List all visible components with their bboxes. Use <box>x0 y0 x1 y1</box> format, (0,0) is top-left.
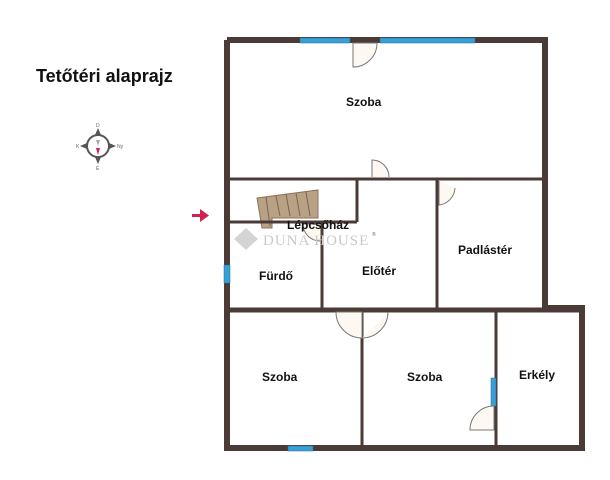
room-label-erkely: Erkély <box>519 368 555 382</box>
watermark-text: DUNA HOUSE <box>263 233 369 249</box>
room-label-szoba-bottom-middle: Szoba <box>407 370 443 384</box>
staircase-icon <box>256 189 319 229</box>
outer-walls <box>224 37 585 451</box>
entrance-arrow-icon <box>192 209 209 222</box>
room-label-eloter: Előtér <box>362 264 396 278</box>
compass-west: Ny <box>117 144 124 150</box>
room-label-lepcsohaz: Lépcsőház <box>287 218 349 232</box>
compass-icon: D É K Ny <box>76 123 124 172</box>
compass-north: É <box>96 165 100 172</box>
doors <box>302 42 495 431</box>
watermark: DUNA HOUSE ® <box>234 228 376 250</box>
room-label-szoba-top: Szoba <box>346 95 382 109</box>
plan-title: Tetőtéri alaprajz <box>36 66 173 86</box>
interior-walls <box>227 177 582 448</box>
room-label-szoba-bottom-left: Szoba <box>262 370 298 384</box>
watermark-registered: ® <box>372 231 376 238</box>
room-label-padlaster: Padlástér <box>458 243 512 257</box>
windows <box>223 37 497 452</box>
compass-east: K <box>76 144 80 150</box>
compass-south: D <box>96 123 100 129</box>
room-label-furdo: Fürdő <box>259 269 293 283</box>
